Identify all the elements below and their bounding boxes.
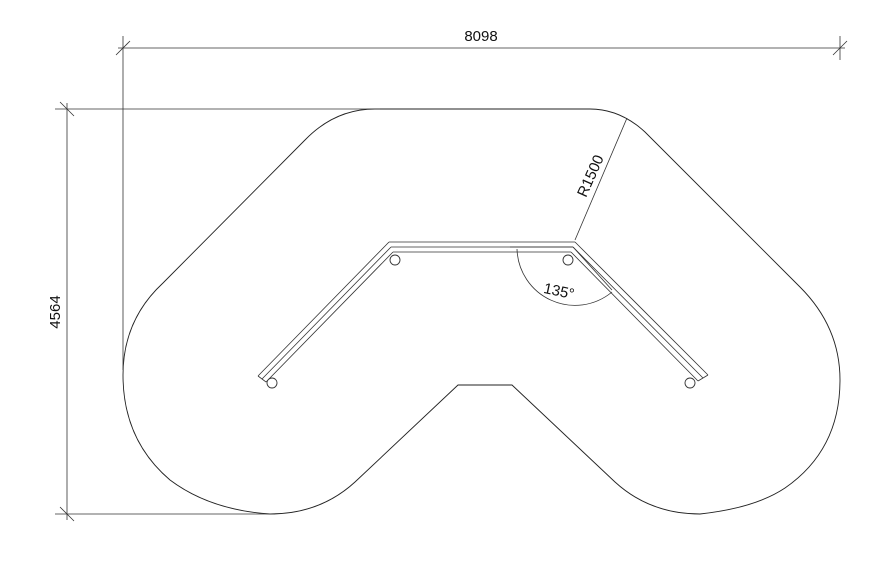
post-right-end [684,377,696,389]
height-dimension: 4564 [47,101,380,522]
post-left-corner [389,254,401,266]
height-dimension-label: 4564 [47,295,64,328]
safety-zone-outline [122,108,841,515]
fence-rail [257,241,709,383]
width-dimension-label: 8098 [464,28,497,45]
angle-dimension: 135° [510,246,613,306]
angle-dimension-label: 135° [542,280,576,303]
post-left-end [266,377,278,389]
width-dimension: 8098 [115,28,848,370]
post-right-corner [562,254,574,266]
radius-dimension: R1500 [574,117,628,241]
